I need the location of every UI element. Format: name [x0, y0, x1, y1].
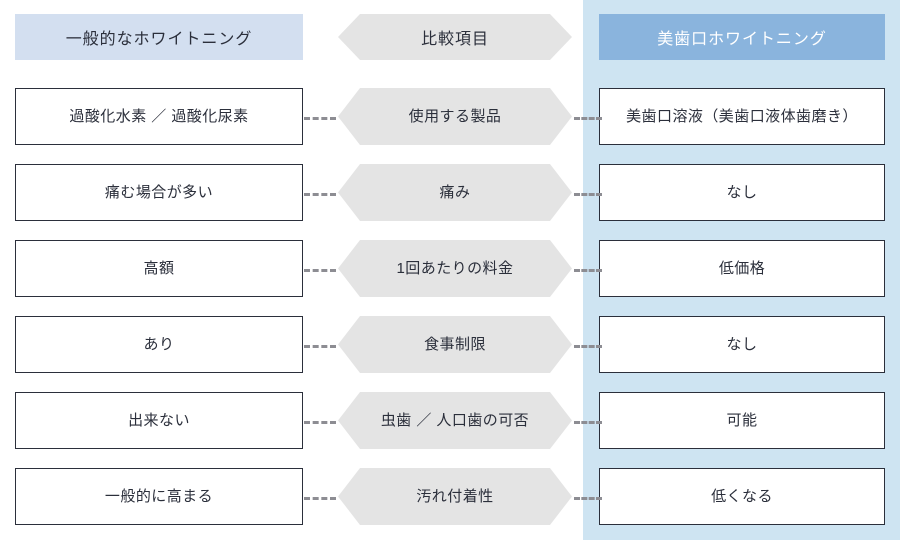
connector-left: [304, 116, 336, 120]
connector-right: [574, 116, 602, 120]
cell-comparison-criterion: 虫歯 ／ 人口歯の可否: [338, 392, 572, 449]
column-bihaku-whitening: 美歯口ホワイトニング: [599, 0, 885, 540]
cell-comparison-criterion: 1回あたりの料金: [338, 240, 572, 297]
cell-bihaku-whitening-value: 低価格: [599, 240, 885, 297]
connector-left: [304, 192, 336, 196]
column-comparison-items: 比較項目: [338, 0, 572, 540]
cell-general-whitening-value: 高額: [15, 240, 303, 297]
connector-right: [574, 192, 602, 196]
cell-comparison-criterion: 食事制限: [338, 316, 572, 373]
cell-comparison-criterion: 使用する製品: [338, 88, 572, 145]
cell-comparison-criterion: 痛み: [338, 164, 572, 221]
connector-left: [304, 268, 336, 272]
column-header-comparison-items: 比較項目: [338, 14, 572, 60]
cell-comparison-criterion: 汚れ付着性: [338, 468, 572, 525]
column-header-bihaku-whitening: 美歯口ホワイトニング: [599, 14, 885, 60]
connector-right: [574, 496, 602, 500]
cell-general-whitening-value: 痛む場合が多い: [15, 164, 303, 221]
cell-bihaku-whitening-value: なし: [599, 316, 885, 373]
connector-right: [574, 420, 602, 424]
connector-left: [304, 420, 336, 424]
column-header-general-whitening: 一般的なホワイトニング: [15, 14, 303, 60]
connector-left: [304, 344, 336, 348]
cell-bihaku-whitening-value: なし: [599, 164, 885, 221]
cell-general-whitening-value: 過酸化水素 ／ 過酸化尿素: [15, 88, 303, 145]
connector-right: [574, 344, 602, 348]
connector-left: [304, 496, 336, 500]
cell-bihaku-whitening-value: 低くなる: [599, 468, 885, 525]
cell-bihaku-whitening-value: 美歯口溶液（美歯口液体歯磨き）: [599, 88, 885, 145]
cell-general-whitening-value: 一般的に高まる: [15, 468, 303, 525]
cell-bihaku-whitening-value: 可能: [599, 392, 885, 449]
cell-general-whitening-value: あり: [15, 316, 303, 373]
connector-right: [574, 268, 602, 272]
cell-general-whitening-value: 出来ない: [15, 392, 303, 449]
column-general-whitening: 一般的なホワイトニング: [15, 0, 303, 540]
